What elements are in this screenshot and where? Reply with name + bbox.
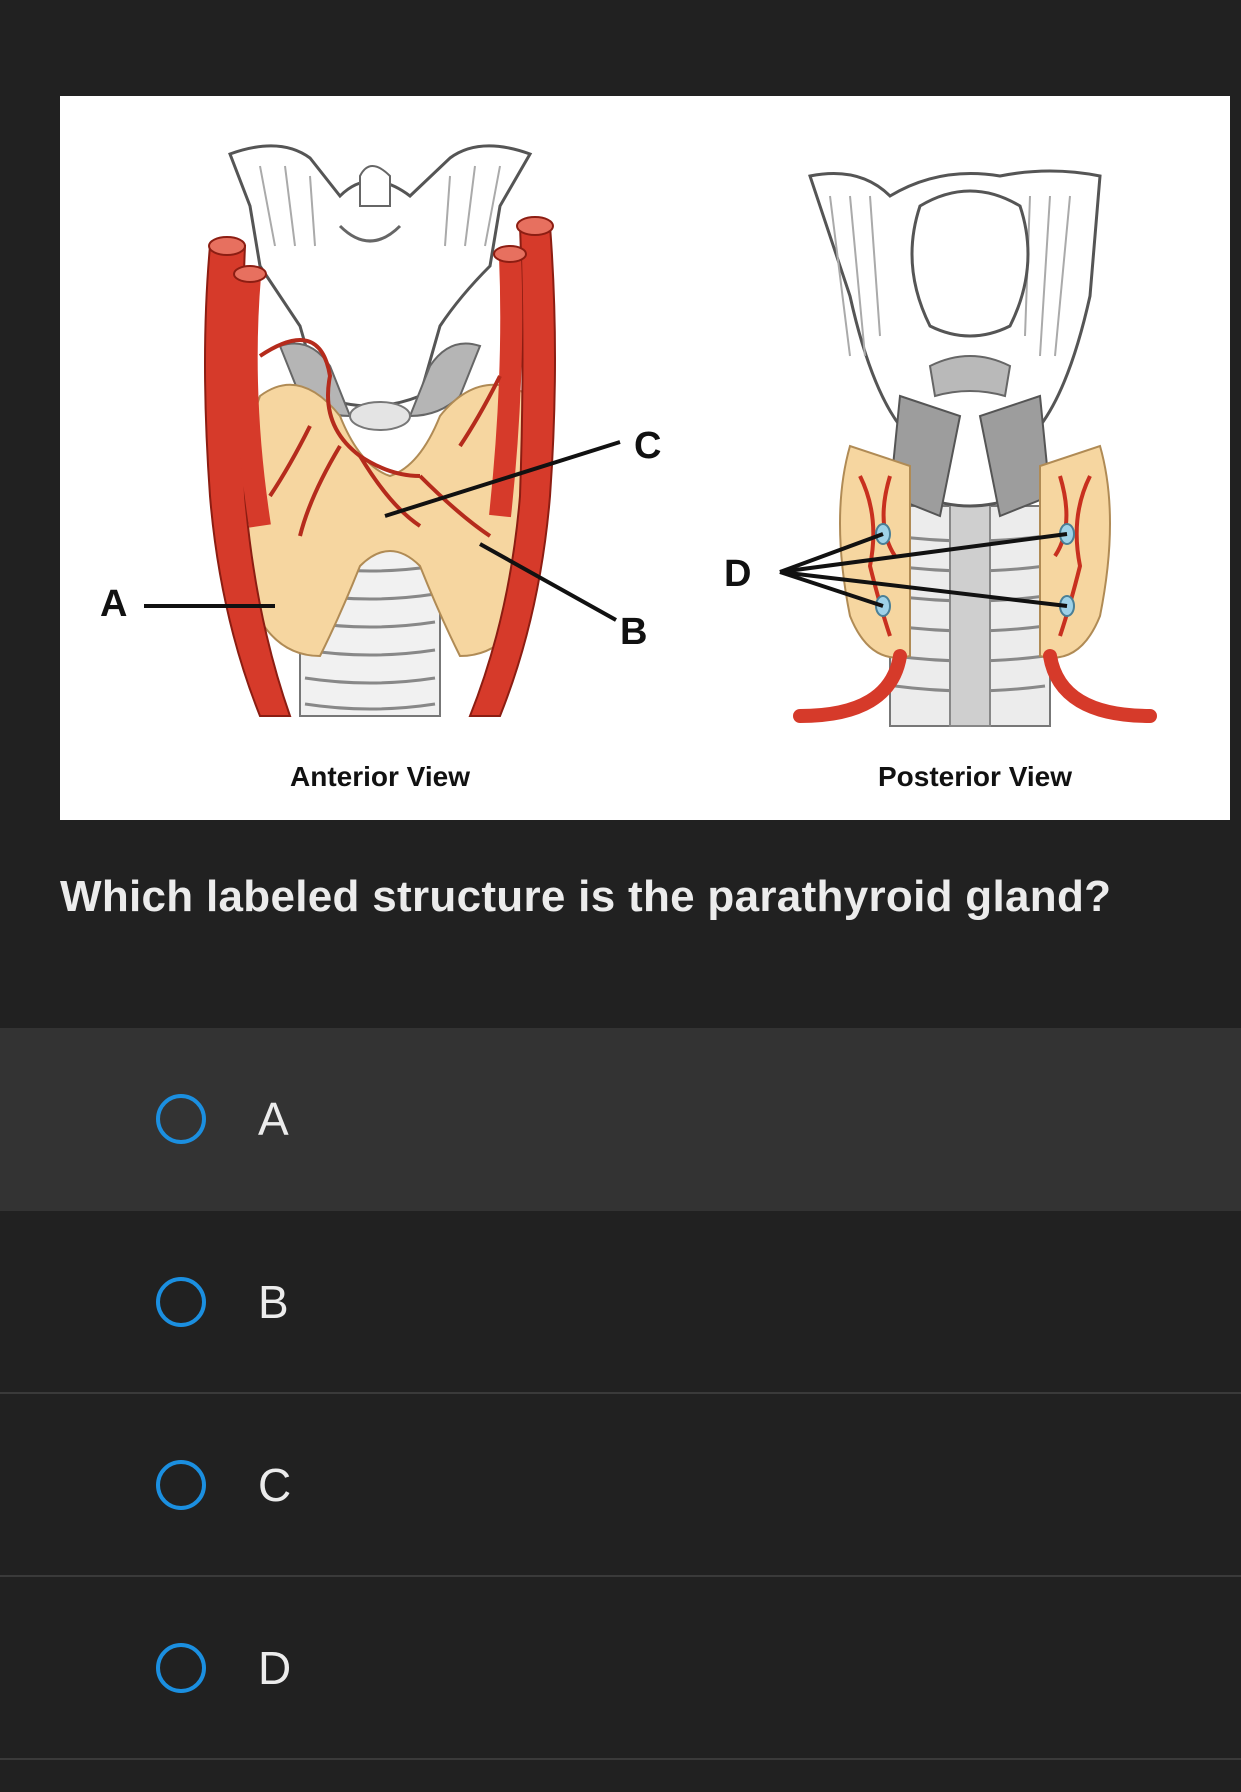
- label-d: D: [724, 553, 751, 595]
- radio-button[interactable]: [156, 1093, 206, 1144]
- answer-options: A B C D: [0, 1028, 1241, 1760]
- label-a: A: [100, 583, 127, 625]
- radio-button[interactable]: [156, 1642, 206, 1693]
- radio-button[interactable]: [156, 1459, 206, 1510]
- option-label: A: [258, 1092, 289, 1145]
- label-b: B: [620, 611, 647, 653]
- option-label: C: [258, 1458, 292, 1511]
- option-d[interactable]: D: [0, 1577, 1241, 1760]
- posterior-caption: Posterior View: [878, 761, 1072, 792]
- thyroid-diagram: A C B Anterior View: [100, 144, 1157, 792]
- anterior-view-illustration: A C B Anterior View: [100, 144, 661, 792]
- question-text: Which labeled structure is the parathyro…: [60, 872, 1112, 921]
- label-c: C: [634, 425, 661, 467]
- anterior-caption: Anterior View: [290, 761, 470, 792]
- option-label: B: [258, 1275, 289, 1328]
- option-b[interactable]: B: [0, 1211, 1241, 1394]
- anatomy-figure: A C B Anterior View: [60, 96, 1230, 820]
- option-c[interactable]: C: [0, 1394, 1241, 1577]
- posterior-view-illustration: D Posterior View: [724, 169, 1157, 792]
- radio-button[interactable]: [156, 1276, 206, 1327]
- option-label: D: [258, 1641, 292, 1694]
- option-a[interactable]: A: [0, 1028, 1241, 1211]
